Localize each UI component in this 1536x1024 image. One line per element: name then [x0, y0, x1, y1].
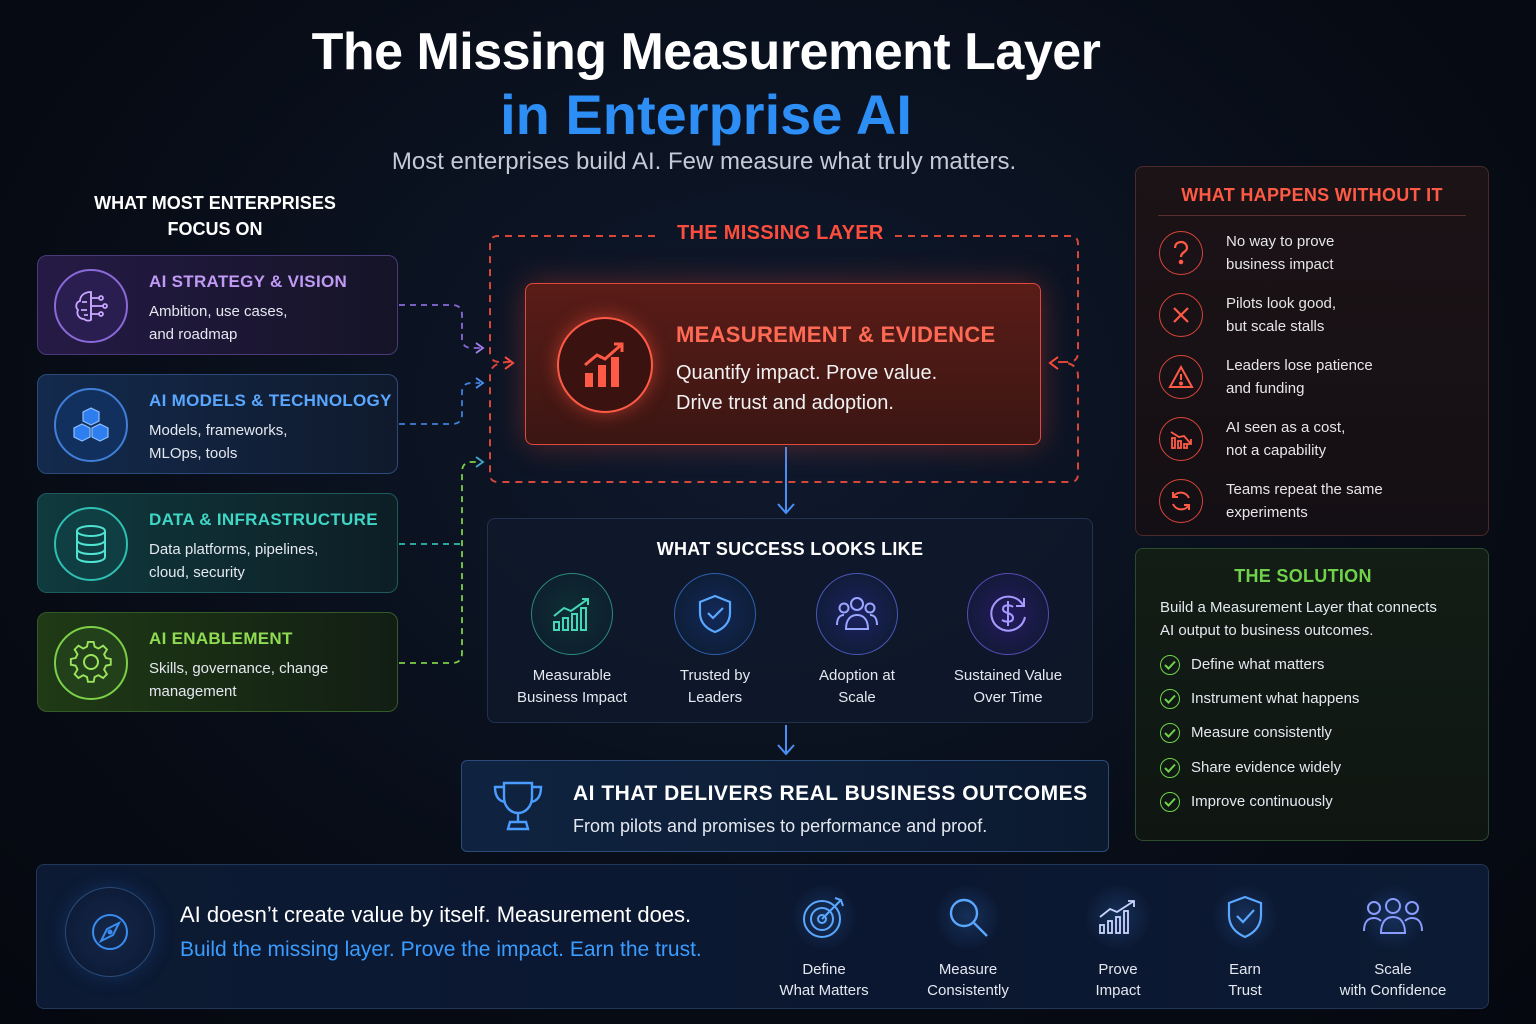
bottom-call-to-action: Build the missing layer. Prove the impac… [180, 938, 702, 961]
users-icon [816, 573, 898, 655]
success-label: Trusted by Leaders [679, 667, 751, 706]
outcome-banner: AI THAT DELIVERS REAL BUSINESS OUTCOMES … [461, 760, 1109, 852]
success-item-adoption: Adoption at Scale [782, 573, 932, 709]
focus-card-data: DATA & INFRASTRUCTURE Data platforms, pi… [37, 493, 398, 593]
focus-card-description: Ambition, use cases, and roadmap [149, 303, 288, 343]
database-icon [54, 507, 128, 581]
without-text: No way to prove business impact [1226, 233, 1335, 273]
step-label: Define What Matters [779, 961, 869, 999]
compass-icon [65, 887, 155, 977]
page-title-line1: The Missing Measurement Layer [311, 23, 1101, 81]
bar-chart-trend-icon [557, 317, 653, 413]
cycle-icon [1159, 479, 1203, 523]
group-icon [1361, 885, 1425, 949]
without-text: Teams repeat the same experiments [1226, 481, 1383, 521]
focus-card-description: Models, frameworks, MLOps, tools [149, 422, 288, 462]
solution-description: Build a Measurement Layer that connects … [1160, 599, 1437, 639]
step-label: Prove Impact [1095, 961, 1141, 999]
check-circle-icon [1160, 689, 1180, 709]
dollar-cycle-icon [967, 573, 1049, 655]
step-label: Earn Trust [1228, 961, 1262, 999]
focus-card-title: AI MODELS & TECHNOLOGY [149, 391, 392, 410]
without-item: Teams repeat the same experiments [1158, 476, 1478, 526]
growth-chart-icon [1086, 885, 1150, 949]
check-circle-icon [1160, 655, 1180, 675]
focus-card-title: AI ENABLEMENT [149, 629, 293, 648]
focus-card-models: AI MODELS & TECHNOLOGY Models, framework… [37, 374, 398, 474]
bar-chart-icon [531, 573, 613, 655]
without-item: AI seen as a cost, not a capability [1158, 414, 1478, 464]
page-title-line2: in Enterprise AI [500, 83, 912, 146]
focus-card-description: Data platforms, pipelines, cloud, securi… [149, 541, 319, 581]
declining-chart-icon [1159, 417, 1203, 461]
success-item-sustained: Sustained Value Over Time [933, 573, 1083, 709]
without-heading: WHAT HAPPENS WITHOUT IT [1181, 185, 1443, 205]
check-circle-icon [1160, 792, 1180, 812]
magnifier-icon [936, 885, 1000, 949]
success-item-impact: Measurable Business Impact [497, 573, 647, 709]
divider [1158, 215, 1466, 216]
step-label: Measure Consistently [927, 961, 1009, 999]
without-item: Pilots look good, but scale stalls [1158, 290, 1478, 340]
measurement-evidence-box: MEASUREMENT & EVIDENCE Quantify impact. … [525, 283, 1041, 445]
question-icon [1159, 231, 1203, 275]
focus-card-title: DATA & INFRASTRUCTURE [149, 510, 378, 529]
solution-heading: THE SOLUTION [1234, 566, 1372, 586]
step-prove: Prove Impact [1043, 885, 1193, 1001]
success-label: Adoption at Scale [819, 667, 895, 706]
success-label: Sustained Value Over Time [953, 667, 1063, 706]
shield-check-icon [1213, 885, 1277, 949]
without-text: Leaders lose patience and funding [1226, 357, 1373, 397]
focus-card-enablement: AI ENABLEMENT Skills, governance, change… [37, 612, 398, 712]
brain-circuit-icon [54, 269, 128, 343]
without-item: Leaders lose patience and funding [1158, 352, 1478, 402]
without-text: AI seen as a cost, not a capability [1226, 419, 1346, 459]
measurement-title: MEASUREMENT & EVIDENCE [676, 322, 996, 347]
check-circle-icon [1160, 723, 1180, 743]
check-circle-icon [1160, 758, 1180, 778]
without-item: No way to prove business impact [1158, 228, 1478, 278]
success-label: Measurable Business Impact [516, 667, 628, 706]
step-define: Define What Matters [749, 885, 899, 1001]
warning-icon [1159, 355, 1203, 399]
success-item-trusted: Trusted by Leaders [640, 573, 790, 709]
x-icon [1159, 293, 1203, 337]
gear-icon [54, 626, 128, 700]
trophy-icon [490, 777, 546, 842]
without-text: Pilots look good, but scale stalls [1226, 295, 1337, 335]
focus-card-description: Skills, governance, change management [149, 660, 329, 700]
target-icon [792, 885, 856, 949]
focus-card-title: AI STRATEGY & VISION [149, 272, 348, 291]
bottom-banner: AI doesn’t create value by itself. Measu… [36, 864, 1489, 1009]
cubes-icon [54, 388, 128, 462]
focus-card-strategy: AI STRATEGY & VISION Ambition, use cases… [37, 255, 398, 355]
solution-panel: THE SOLUTION Build a Measurement Layer t… [1135, 548, 1489, 841]
step-measure: Measure Consistently [893, 885, 1043, 1001]
success-heading: WHAT SUCCESS LOOKS LIKE [656, 539, 924, 559]
outcome-description: From pilots and promises to performance … [573, 816, 988, 836]
page-subtitle: Most enterprises build AI. Few measure w… [391, 148, 1017, 175]
step-scale: Scale with Confidence [1318, 885, 1468, 1001]
success-panel: WHAT SUCCESS LOOKS LIKE Measurable Busin… [487, 518, 1093, 723]
bottom-statement: AI doesn’t create value by itself. Measu… [180, 902, 692, 927]
measurement-description: Quantify impact. Prove value. Drive trus… [676, 362, 938, 414]
missing-layer-label: THE MISSING LAYER [677, 222, 884, 244]
step-earn: Earn Trust [1170, 885, 1320, 1001]
step-label: Scale with Confidence [1339, 961, 1447, 999]
without-panel: WHAT HAPPENS WITHOUT IT No way to prove … [1135, 166, 1489, 536]
left-column-heading: WHAT MOST ENTERPRISES FOCUS ON [94, 193, 336, 239]
outcome-title: AI THAT DELIVERS REAL BUSINESS OUTCOMES [573, 782, 1088, 805]
shield-check-icon [674, 573, 756, 655]
